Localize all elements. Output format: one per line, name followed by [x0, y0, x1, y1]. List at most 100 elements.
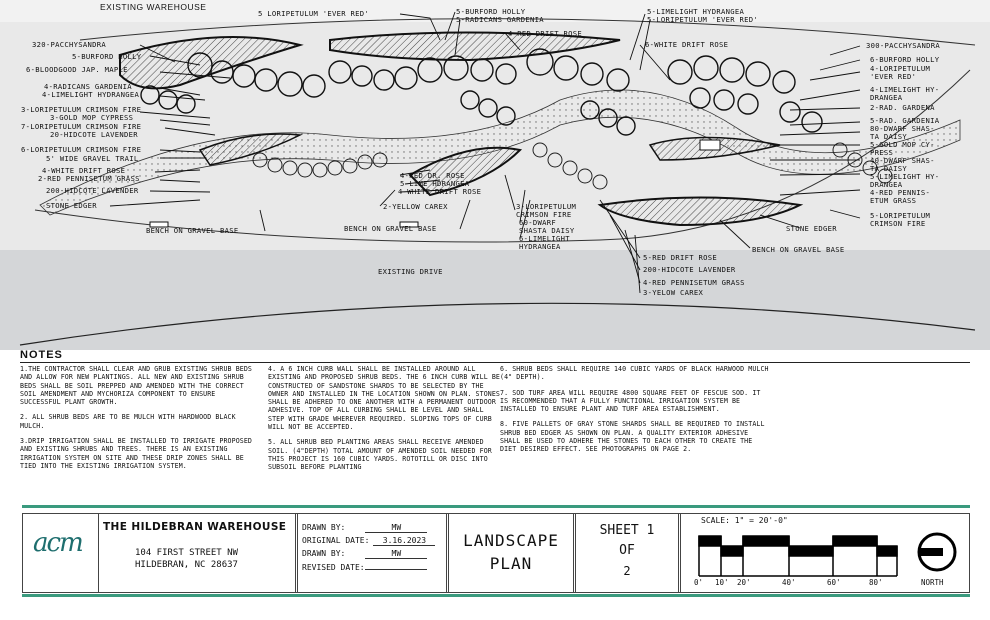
gravel-trail-label: 5' WIDE GRAVEL TRAIL [46, 154, 139, 163]
project-name: THE HILDEBRAN WAREHOUSE [103, 521, 287, 533]
original-date-value: 3.16.2023 [373, 536, 436, 546]
plant-label: 200-HIDCOTE LAVENDER [643, 265, 736, 274]
plant-label: 5-RADICANS GARDENIA [456, 15, 544, 24]
plant-label: 4-RADICANS GARDENIA [44, 82, 132, 91]
logo-cell: acm [23, 514, 99, 592]
plant-label: 4-WHITE DRIFT ROSE [42, 166, 126, 175]
plant-label: 6-BURFORD HOLLY [870, 55, 940, 64]
notes-column-1: 1.THE CONTRACTOR SHALL CLEAR AND GRUB EX… [20, 365, 260, 477]
sheet-total: 2 [623, 564, 631, 578]
plant-label: 4-RED PENNIS- [870, 188, 931, 197]
plant-label: 3-LORIPETULUM [516, 202, 577, 211]
plant-label: 2-RED PENNISETUM GRASS [38, 174, 140, 183]
stone-edger-label: STONE EDGER [46, 201, 97, 210]
sheet-title-line1: LANDSCAPE [463, 531, 559, 550]
plant-label: TA DAISY [870, 164, 908, 173]
sheet-number-cell: SHEET 1 OF 2 [576, 514, 681, 592]
revised-date-label: REVISED DATE: [302, 563, 365, 572]
plan-graphics [0, 11, 990, 350]
note-2: 2. ALL SHRUB BEDS ARE TO BE MULCH WITH H… [20, 413, 236, 430]
plant-label: 80-DWARF SHAS- [870, 124, 935, 133]
note-1: 1.THE CONTRACTOR SHALL CLEAR AND GRUB EX… [20, 365, 252, 407]
plant-label: 7-LORIPETULUM CRIMSON FIRE [21, 122, 142, 131]
plant-label: 5 LORIPETULUM 'EVER RED' [258, 9, 370, 18]
bench-2 [399, 221, 419, 228]
bed-center-north [329, 31, 621, 62]
plant-label: 3-YELOW CAREX [643, 288, 704, 297]
plant-label: 5-LORIPETULUM [870, 211, 931, 220]
plant-label: CRIMSON FIRE [516, 210, 572, 219]
bench-1 [149, 221, 169, 228]
original-date-label: ORIGINAL DATE: [302, 536, 370, 545]
plant-label: 4-RED DR. ROSE [400, 171, 465, 180]
drawn-by-row-2: DRAWN BY: MW [302, 549, 428, 559]
plant-label: 2-YELLOW CAREX [383, 202, 448, 211]
scale-tick-40: 40' [782, 578, 796, 587]
plant-label: 320-PACCHYSANDRA [32, 40, 107, 49]
plant-label: PRESS [870, 148, 894, 157]
bench-label: BENCH ON GRAVEL BASE [344, 224, 437, 233]
landscape-plan-drawing: EXISTING WAREHOUSE 5 LORIPETULUM 'EVER R… [0, 0, 990, 350]
plant-label: 6-BLOODGOOD JAP. MAPLE [26, 65, 128, 74]
plant-label: SHASTA DAISY [519, 226, 575, 235]
north-arrow [917, 532, 957, 572]
title-block-frame: acm THE HILDEBRAN WAREHOUSE 104 FIRST ST… [22, 513, 970, 593]
note-6: 6. SHRUB BEDS SHALL REQUIRE 140 CUBIC YA… [500, 365, 769, 382]
plant-label: 5-LORIPETULUM 'EVER RED' [647, 15, 759, 24]
plant-label: 3-LORIPETULUM CRIMSON FIRE [21, 105, 142, 114]
drawn-by-value-2: MW [365, 549, 428, 559]
scale-tick-60: 60' [827, 578, 841, 587]
bed-south [597, 196, 804, 227]
existing-drive-label: EXISTING DRIVE [378, 267, 443, 276]
plant-label: 5-BURFORD HOLLY [72, 52, 142, 61]
original-date-row: ORIGINAL DATE:3.16.2023 [302, 536, 436, 546]
sheet-of-label: OF [619, 543, 635, 558]
scale-tick-20: 20' [737, 578, 751, 587]
notes-title: NOTES [20, 349, 63, 361]
plant-label: 40-DWARF SHAS- [870, 156, 935, 165]
north-label: NORTH [921, 578, 944, 587]
scale-bar-graphic [698, 532, 957, 577]
plant-label: 4-LIMELIGHT HY- [870, 85, 940, 94]
sheet-number-label: SHEET 1 [599, 523, 655, 538]
plant-label: 5-GOLD MOP CY- [870, 140, 935, 149]
drive-area [0, 250, 990, 350]
title-block-bottom-bar [22, 594, 970, 597]
plant-label: 4-LIMELIGHT HYDRANGEA [42, 90, 140, 99]
bed-northwest [119, 36, 304, 90]
plant-label: 60-DWARF [519, 218, 557, 227]
plant-label: 4-LORIPETULUM [870, 64, 931, 73]
plant-label: 300-PACCHYSANDRA [866, 41, 941, 50]
revised-date-value [364, 569, 427, 570]
plant-label: 6-LORIPETULUM CRIMSON FIRE [21, 145, 142, 154]
plant-label: ETUM GRASS [870, 196, 917, 205]
sheet-title-cell: LANDSCAPE PLAN [449, 514, 576, 592]
drawn-by-label-2: DRAWN BY: [302, 549, 346, 558]
plant-label: 5-RAD. GARDENIA [870, 116, 940, 125]
company-logo: acm [33, 528, 84, 558]
notes-column-2: 4. A 6 INCH CURB WALL SHALL BE INSTALLED… [268, 365, 500, 479]
bed-west [198, 133, 303, 166]
bench-label: BENCH ON GRAVEL BASE [752, 245, 845, 254]
plant-label: DRANGEA [870, 93, 903, 102]
plant-label: 20-HIDCOTE LAVENDER [50, 130, 138, 139]
bench-3 [699, 139, 721, 151]
project-cell: THE HILDEBRAN WAREHOUSE 104 FIRST STREET… [99, 514, 298, 592]
drawn-by-label: DRAWN BY: [302, 523, 346, 532]
drawn-by-value: MW [365, 523, 428, 533]
notes-column-3: 6. SHRUB BEDS SHALL REQUIRE 140 CUBIC YA… [500, 365, 770, 461]
plant-label: 4-RED DRIFT ROSE [508, 29, 583, 38]
scale-cell: SCALE: 1" = 20'-0" 0' 10' [681, 514, 968, 592]
title-block: acm THE HILDEBRAN WAREHOUSE 104 FIRST ST… [22, 505, 970, 597]
scale-tick-80: 80' [869, 578, 883, 587]
leader-lines [109, 11, 861, 294]
title-block-top-bar [22, 505, 970, 508]
note-4: 4. A 6 INCH CURB WALL SHALL BE INSTALLED… [268, 365, 500, 432]
plant-label: DRANGEA [870, 180, 903, 189]
note-5: 5. ALL SHRUB BED PLANTING AREAS SHALL RE… [268, 438, 492, 472]
plant-label: 4-RED PENNISETUM GRASS [643, 278, 745, 287]
notes-section: NOTES 1.THE CONTRACTOR SHALL CLEAR AND G… [20, 349, 970, 499]
drawing-info-cell: DRAWN BY: MW ORIGINAL DATE:3.16.2023 DRAW… [298, 514, 449, 592]
drawn-by-row: DRAWN BY: MW [302, 523, 428, 533]
sheet-title-line2: PLAN [489, 554, 533, 573]
